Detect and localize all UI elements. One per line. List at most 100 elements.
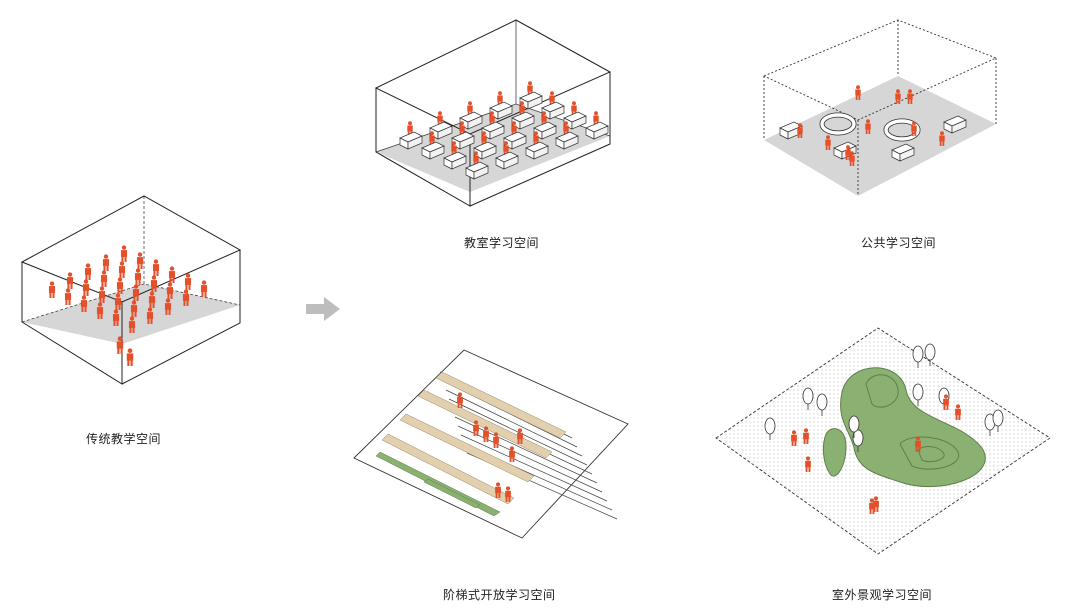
person-icon [120,245,128,262]
tree-icon [802,387,814,410]
desk-icon [541,101,565,120]
person-icon [130,300,138,317]
desk-icon [429,121,453,140]
person-icon [128,316,136,333]
tree-icon [852,429,864,452]
traditional-space-diagram [20,195,242,385]
person-icon [873,496,879,512]
mound-contour [917,446,945,463]
person-icon [82,279,90,296]
tree-icon [848,415,860,438]
public-space-diagram [762,19,998,196]
desk-icon [473,141,497,160]
person-icon [100,270,108,287]
person-icon [791,430,797,446]
person-icon [855,85,861,100]
person-icon [907,89,913,104]
person-icon [505,486,511,502]
stepped-open-space-diagram [353,349,629,539]
person-icon [915,436,921,452]
person-icon [118,261,126,278]
caption-landscape: 室外景观学习空间 [832,588,933,602]
person-icon [943,394,949,410]
desk-icon [451,131,475,150]
person-icon [895,89,901,104]
step-edge [448,398,588,466]
desk-icon [503,131,527,150]
desk-icon [443,151,467,170]
classroom-space-diagram [374,19,612,207]
person-icon [184,273,192,290]
person-icon [493,432,499,448]
person-icon [955,404,961,420]
tree-icon [924,343,936,366]
caption-traditional: 传统教学空间 [86,432,162,446]
box-front-right [469,72,611,207]
caption-stepped: 阶梯式开放学习空间 [443,588,556,602]
person-icon [136,252,144,269]
desk-icon [563,111,587,130]
person-icon [134,268,142,285]
person-icon [168,266,176,283]
arrow-shape [306,297,340,321]
person-icon [126,348,134,366]
outdoor-landscape-space-diagram [715,327,1051,555]
person-icon [805,456,811,472]
person-icon [182,289,190,306]
person-icon [825,135,831,150]
person-icon [114,293,122,310]
person-icon [517,428,523,444]
grass-mound [840,367,986,488]
step-edge [445,389,583,457]
desk-icon [585,121,609,140]
person-icon [457,392,463,408]
floor [22,284,240,344]
person-icon [865,119,871,134]
person-icon [869,498,875,514]
desk-icon [481,121,505,140]
wooden-bench [381,433,515,505]
person-icon [797,123,803,138]
person-icon [84,263,92,280]
person-icon [150,275,158,292]
desk-icon [421,141,445,160]
person-icon [483,426,489,442]
desk-icon [511,111,535,130]
desk-icon [555,131,579,150]
planting-strip [423,478,481,509]
person-icon [148,291,156,308]
person-icon [939,131,945,146]
person-icon [152,259,160,276]
mound-contour [865,374,899,408]
person-icon [849,151,855,166]
person-icon [146,307,154,324]
person-icon [98,286,106,303]
person-icon [80,295,88,312]
desk-icon [525,141,549,160]
step-edge [457,425,603,493]
person-icon [64,288,72,305]
person-icon [116,336,124,354]
person-icon [495,482,501,498]
tree-icon [992,409,1004,432]
tree-icon [764,417,776,440]
desk-icon [943,115,967,134]
person-icon [509,446,515,462]
person-icon [48,281,56,298]
person-icon [96,302,104,319]
caption-classroom: 教室学习空间 [464,236,540,250]
tree-icon [912,345,924,368]
person-icon [473,420,479,436]
person-icon [66,272,74,289]
desk-icon [489,101,513,120]
step-edge [460,434,608,502]
person-icon [803,428,809,444]
box-front-right [121,250,241,385]
desk-icon [459,111,483,130]
ring-seat-inner [884,119,920,141]
grass-mound [822,428,847,477]
desk-icon [533,121,557,140]
person-icon [911,121,917,136]
desk-icon [519,91,543,110]
